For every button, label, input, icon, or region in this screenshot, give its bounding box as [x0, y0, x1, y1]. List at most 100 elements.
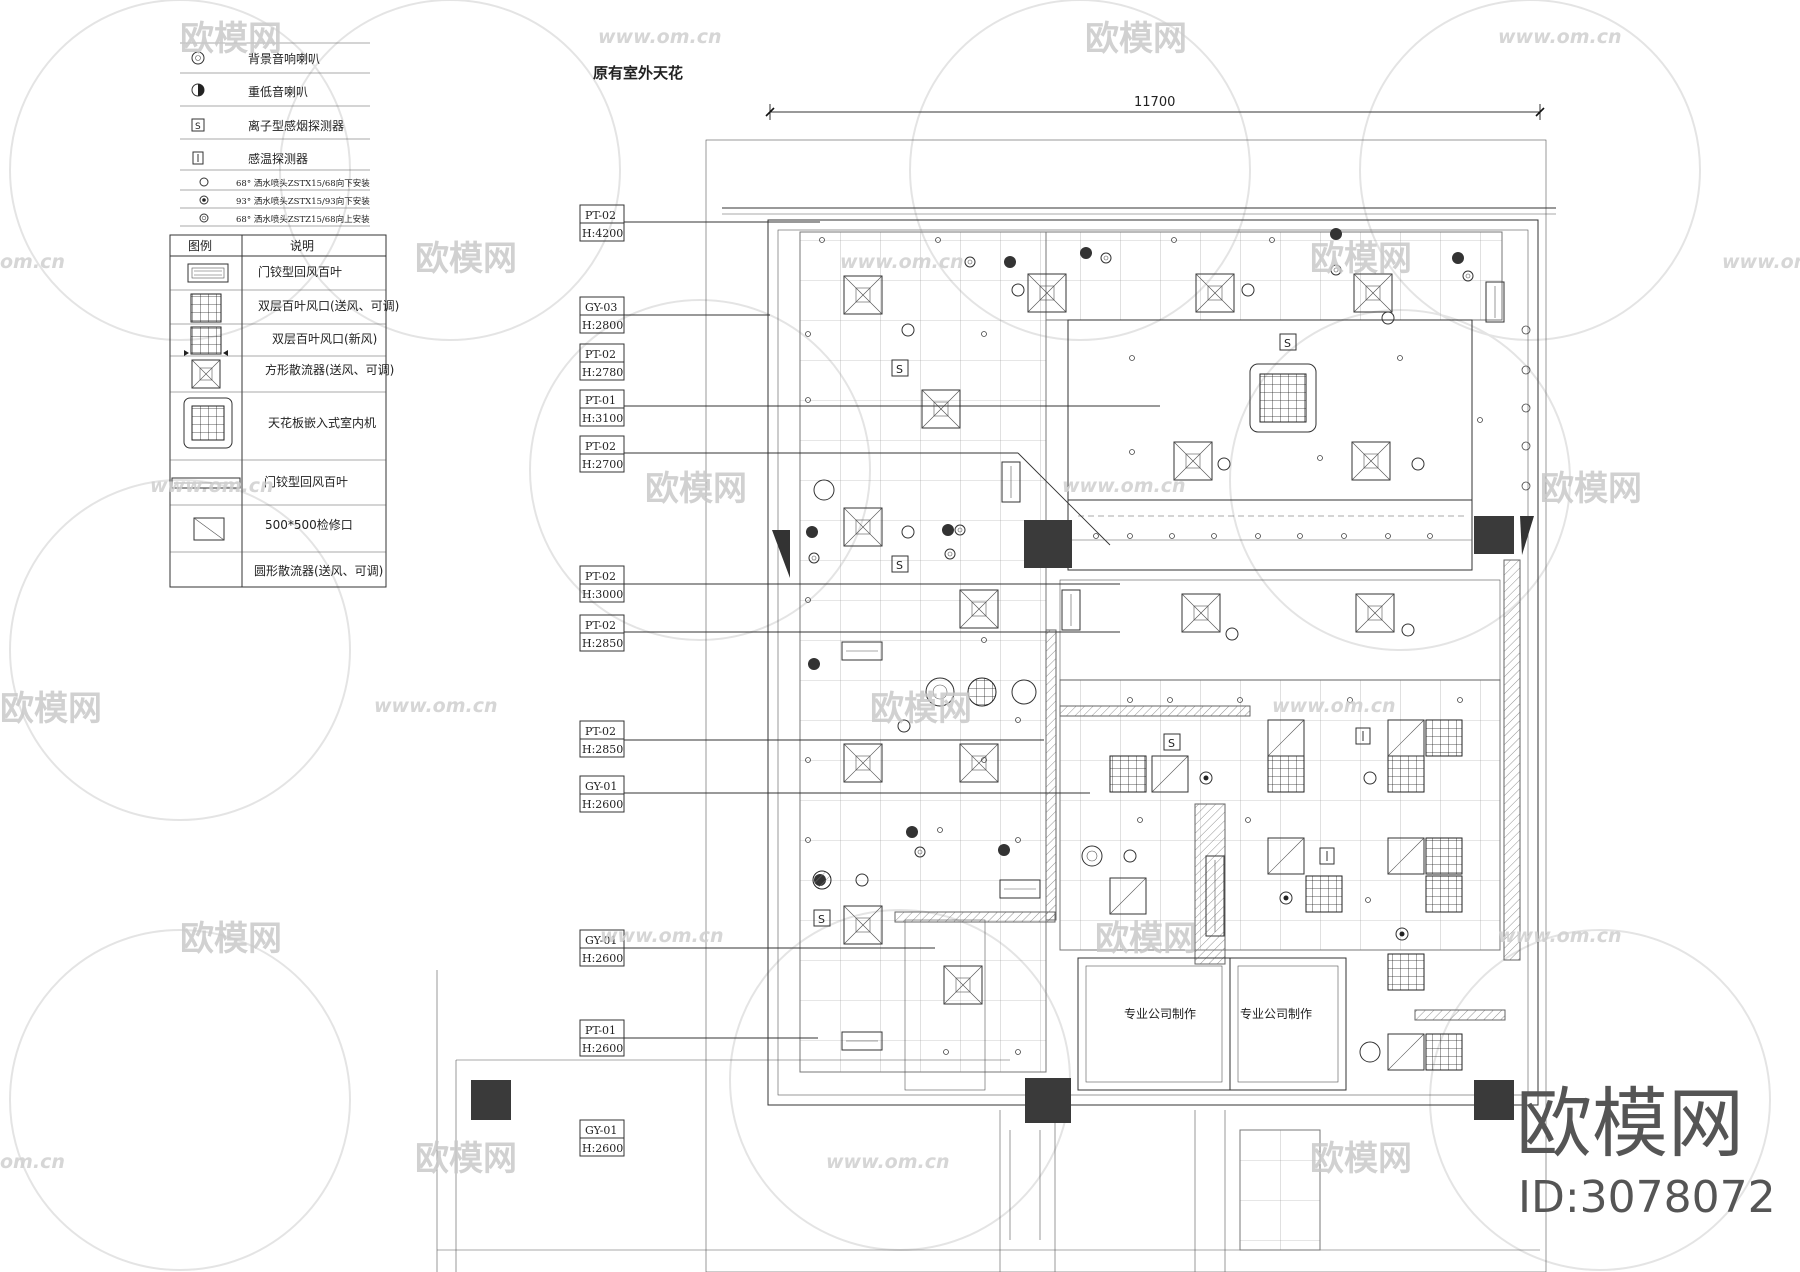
legend-table: 图例 说明 门铰型回风百叶	[169, 234, 399, 588]
column	[1474, 516, 1514, 554]
ceiling-tag-height: H:2780	[582, 366, 623, 379]
ceiling-cassette-unit	[1249, 363, 1317, 433]
square-diffuser	[843, 275, 883, 315]
watermark-url: om.cn	[0, 1151, 65, 1173]
drawing-title: 原有室外天花	[593, 64, 683, 82]
sprinkler-68-down-icon	[199, 177, 209, 187]
double-louver-supply-icon	[190, 293, 222, 323]
ceiling-tag-code: PT-02	[585, 440, 616, 453]
ceiling-tag-code: PT-02	[585, 348, 616, 361]
svg-text:S: S	[896, 559, 903, 572]
column	[471, 1080, 511, 1120]
subwoofer-speaker-icon	[191, 83, 205, 97]
ceiling-tag: PT-02 H:3000	[579, 565, 625, 603]
watermark-brand: 欧模网	[645, 469, 747, 509]
ceiling-tag-code: PT-02	[585, 570, 616, 583]
watermark-brand: 欧模网	[870, 689, 972, 729]
legend-row-label: 天花板嵌入式室内机	[268, 415, 376, 430]
ceiling-tag: PT-02 H:4200	[579, 204, 625, 242]
watermark-brand: 欧模网	[1310, 239, 1412, 279]
heat-detector-icon	[192, 151, 204, 165]
square-diffuser	[843, 905, 883, 945]
hinged-return-louver-icon	[187, 263, 229, 283]
square-diffuser	[843, 743, 883, 783]
square-diffuser	[1173, 441, 1213, 481]
sprinkler-heads	[808, 252, 1474, 941]
legend-row-label: 双层百叶风口(送风、可调)	[258, 298, 399, 313]
structural-columns	[471, 516, 1534, 1123]
ceiling-tag-height: H:2600	[582, 1142, 623, 1155]
legend-row-label: 门铰型回风百叶	[258, 264, 342, 279]
column	[1474, 1080, 1514, 1120]
tag-leaders	[624, 221, 1160, 1039]
svg-text:S: S	[1168, 737, 1175, 750]
ceiling-tag-height: H:4200	[582, 227, 623, 240]
square-diffuser	[921, 389, 961, 429]
watermarks: 欧模网 欧模网 欧模网 欧模网 欧模网 欧模网 欧模网 欧模网 欧模网 欧模网 …	[0, 19, 1800, 1179]
brand-logo: 欧模网 ID:3078072	[1516, 1079, 1776, 1223]
ceiling-tag: PT-02 H:2700	[579, 435, 625, 473]
ceiling-cassette-unit-icon	[183, 397, 233, 449]
smoke-detector-icon: S	[813, 909, 831, 927]
double-louver-grilles	[1109, 719, 1463, 1071]
ceiling-tag-code: GY-03	[585, 301, 617, 314]
smoke-detectors: S S S S S	[813, 333, 1371, 927]
watermark-brand: 欧模网	[1310, 1139, 1412, 1179]
ceiling-tag-code: PT-02	[585, 619, 616, 632]
square-diffuser	[1027, 273, 1067, 313]
ceiling-tag: PT-01 H:2600	[579, 1019, 625, 1057]
square-diffuser	[959, 743, 999, 783]
ceiling-tag-code: PT-02	[585, 209, 616, 222]
square-diffuser	[943, 965, 983, 1005]
square-diffuser	[1195, 273, 1235, 313]
watermark-url: www.om.cn	[374, 695, 498, 717]
legend-symbol-label: 68° 洒水喷头ZSTX15/68向下安装	[236, 178, 370, 189]
room-note: 专业公司制作	[1240, 1006, 1312, 1021]
watermark-url: www.om.cn	[600, 925, 724, 947]
legend-symbol-label: 重低音喇叭	[248, 84, 308, 99]
ceiling-cassette-units	[1249, 363, 1317, 433]
svg-text:S: S	[896, 363, 903, 376]
square-diffuser	[1355, 593, 1395, 633]
sprinkler-93-down-icon	[199, 195, 209, 205]
legend-row-label: 方形散流器(送风、可调)	[265, 362, 394, 377]
speakers-and-sprinklers	[806, 228, 1474, 1063]
square-diffuser	[843, 507, 883, 547]
smoke-detector-icon: S	[1279, 333, 1297, 351]
legend-row-label: 双层百叶风口(新风)	[272, 331, 377, 346]
room-note: 专业公司制作	[1124, 1006, 1196, 1021]
watermark-brand: 欧模网	[1540, 469, 1642, 509]
watermark-brand: 欧模网	[180, 19, 282, 59]
ceiling-tag: GY-01 H:2600	[579, 775, 625, 813]
heat-detector-icon	[1319, 847, 1335, 865]
ceiling-tag-height: H:2850	[582, 743, 623, 756]
ceiling-tag: GY-01 H:2600	[579, 929, 625, 967]
ceiling-tag-height: H:2700	[582, 458, 623, 471]
ceiling-tag-code: PT-01	[585, 1024, 616, 1037]
legend-symbol-label: 68° 洒水喷头ZSTZ15/68向上安装	[236, 214, 370, 225]
legend-row-label: 圆形散流器(送风、可调)	[254, 563, 383, 578]
ceiling-tag-height: H:2600	[582, 952, 623, 965]
square-diffuser	[1181, 593, 1221, 633]
ceiling-tag: PT-02 H:2850	[579, 720, 625, 758]
legend-symbol-label: 感温探测器	[248, 151, 308, 166]
watermark-url: www.om.cn	[150, 475, 274, 497]
square-diffuser	[1351, 441, 1391, 481]
plan-outline: 专业公司制作 专业公司制作	[436, 139, 1556, 1272]
legend-symbols: S 背景音响喇叭 重低音喇叭 离子型感烟探测器 感温探测器 68° 洒水喷头ZS…	[180, 42, 370, 227]
watermark-brand: 欧模网	[180, 919, 282, 959]
access-panel-icon	[193, 517, 225, 541]
watermark-url: www.om.cn	[1062, 475, 1186, 497]
ceiling-tag: PT-02 H:2850	[579, 614, 625, 652]
smoke-detector-icon: S	[1163, 733, 1181, 751]
ceiling-tag-height: H:2600	[582, 798, 623, 811]
svg-text:S: S	[195, 122, 201, 132]
square-diffuser	[1353, 273, 1393, 313]
ceiling-tag-code: GY-01	[585, 780, 617, 793]
square-diffuser	[959, 589, 999, 629]
legend-symbol-label: 背景音响喇叭	[248, 51, 320, 66]
watermark-url: www.om.cn	[1498, 26, 1622, 48]
light-fixtures	[805, 237, 1531, 1055]
watermark-url: www.om.cn	[598, 26, 722, 48]
